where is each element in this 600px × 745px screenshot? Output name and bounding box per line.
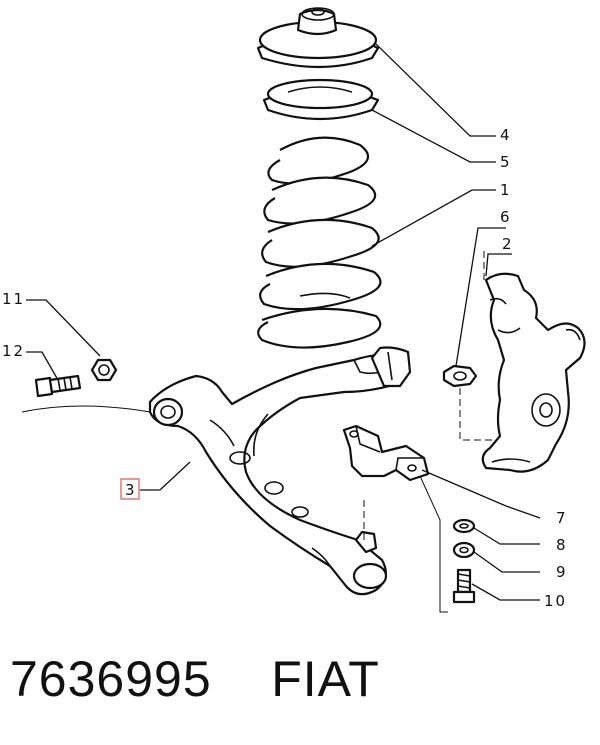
bolt-10 [452,568,476,604]
callout-10: 10 [544,592,567,610]
coil-spring [257,136,382,349]
top-mount [256,7,380,69]
callout-3-highlight-box [120,478,140,500]
callout-11: 11 [2,290,25,308]
leader-lines [26,43,541,601]
washer-8 [452,518,476,534]
callout-12: 12 [2,342,25,360]
callout-9: 9 [556,563,568,581]
callout-7: 7 [556,509,568,527]
callout-3: 3 [125,481,137,499]
bracket-7 [342,424,430,482]
callout-8: 8 [556,536,568,554]
callout-6: 6 [500,208,512,226]
callout-1: 1 [500,181,512,199]
nut-6 [442,364,478,388]
callout-2: 2 [502,235,514,253]
callout-labels: 4 5 1 6 2 11 12 3 7 8 9 10 [2,126,568,610]
steering-knuckle [481,272,586,473]
washer-9 [452,541,476,559]
assembly-lines [21,250,498,613]
callout-4: 4 [500,126,512,144]
spring-seat [262,78,380,121]
footer-caption: 7636995 FIAT [10,650,380,708]
callout-5: 5 [500,153,512,171]
brand-name: FIAT [271,651,380,707]
nut-11 [90,358,118,382]
lower-control-arm [148,346,412,596]
part-number: 7636995 [10,651,212,707]
